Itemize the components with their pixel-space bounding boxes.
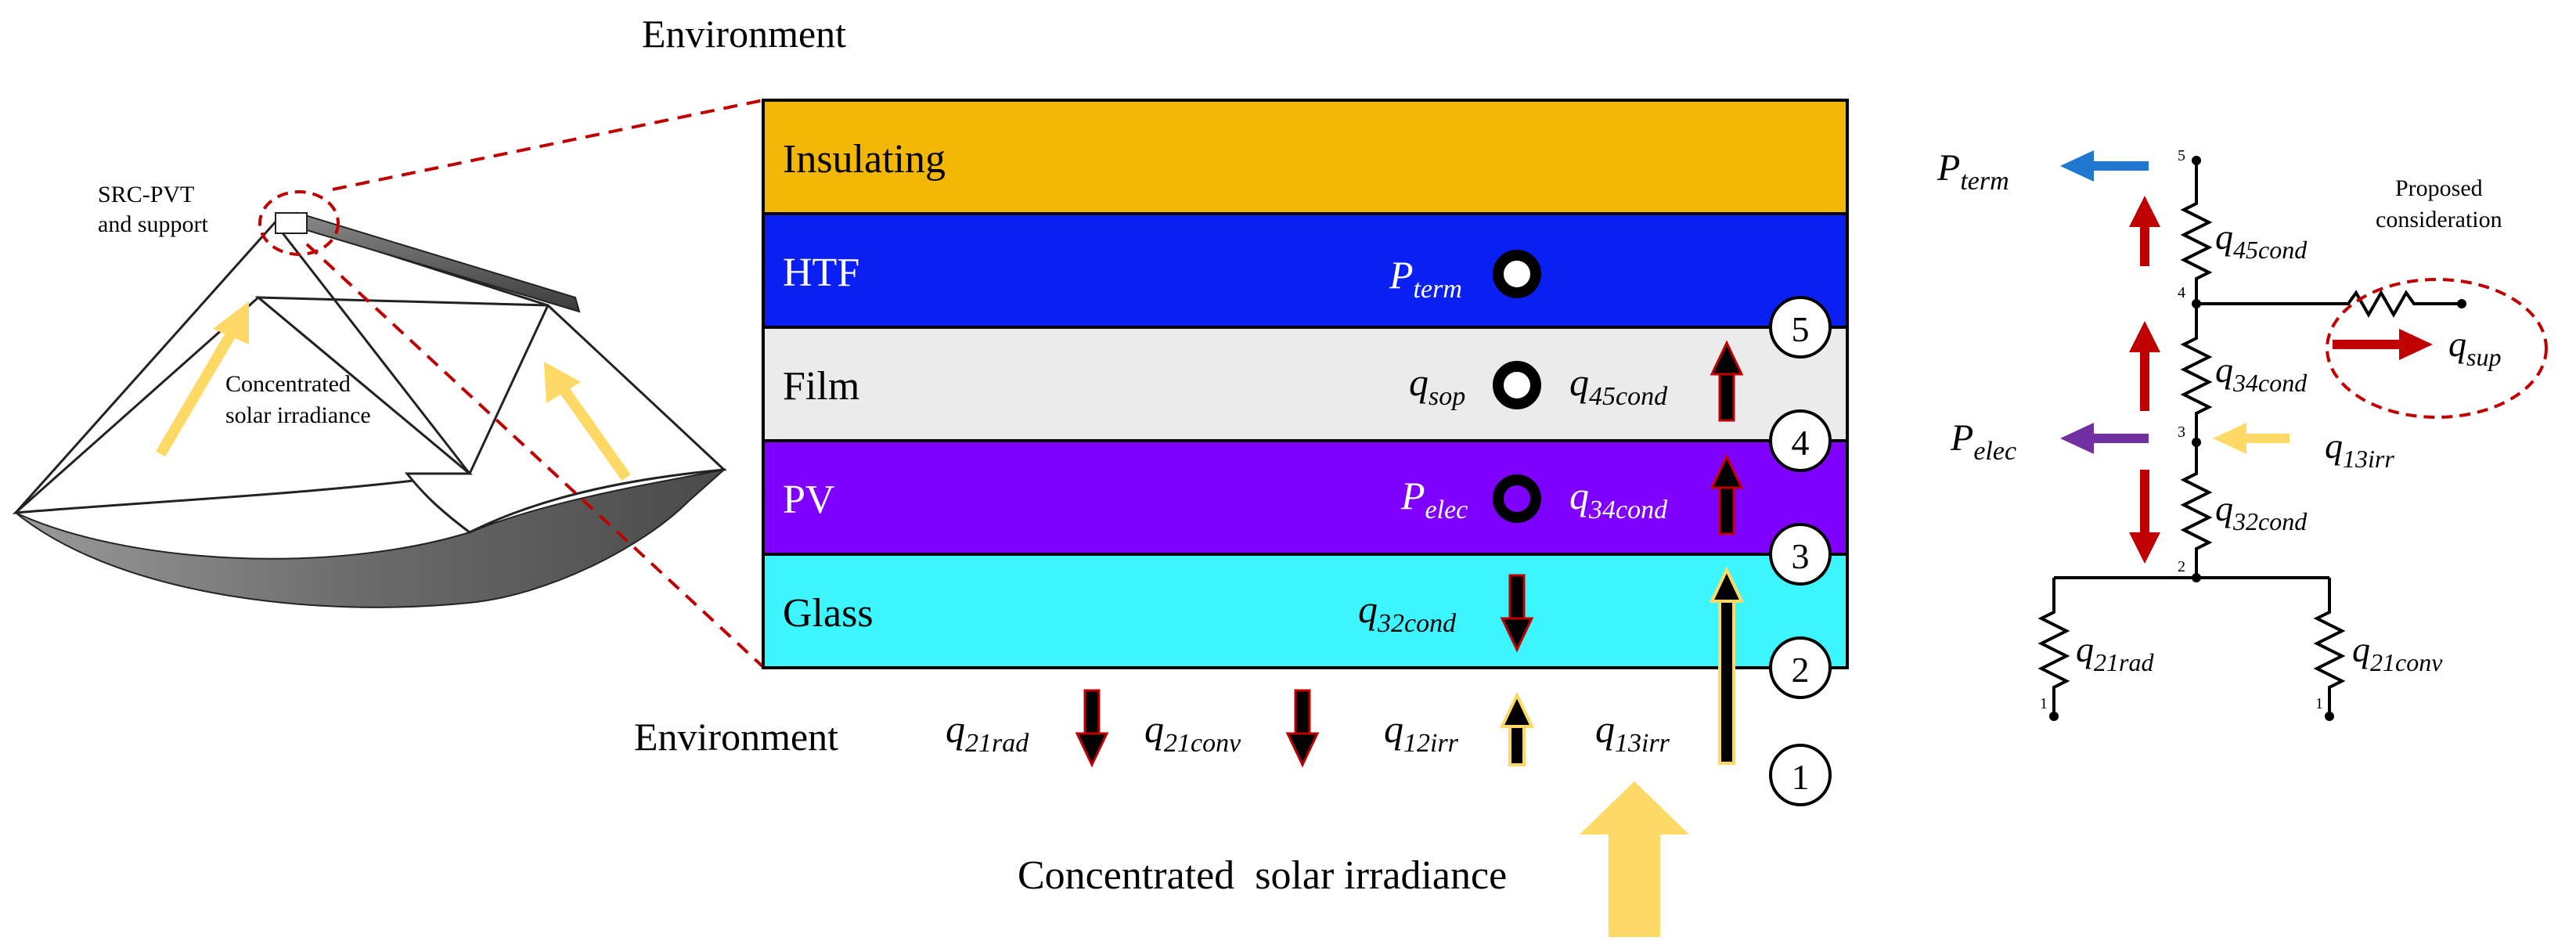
resistor-21rad bbox=[2037, 578, 2070, 716]
svg-text:3: 3 bbox=[2178, 424, 2185, 441]
circuit-q21rad: q21rad bbox=[2076, 629, 2154, 676]
zoom-line-top bbox=[332, 99, 764, 191]
src-pvt-label-line1: SRC-PVT bbox=[98, 182, 194, 207]
collector-illustration: SRC-PVT and support Concentrated solar i… bbox=[12, 182, 727, 608]
irradiance-arrow-left bbox=[155, 301, 249, 457]
flow-q-sop: qsop bbox=[1409, 360, 1465, 411]
circuit-q45cond: q45cond bbox=[2215, 217, 2308, 264]
svg-text:5: 5 bbox=[1792, 309, 1810, 349]
arrow-down-circuit-32 bbox=[2129, 470, 2160, 564]
layer-film-label: Film bbox=[783, 364, 859, 409]
big-irradiance-arrow bbox=[1580, 781, 1689, 937]
flow-q21conv: q21conv bbox=[1144, 707, 1241, 758]
node-4: 4 bbox=[1769, 409, 1832, 472]
circuit-q13irr: q13irr bbox=[2325, 426, 2394, 473]
arrow-left-p-elec bbox=[2060, 423, 2149, 454]
svg-text:5: 5 bbox=[2178, 147, 2185, 164]
svg-text:4: 4 bbox=[1792, 423, 1810, 463]
p-term-node-icon bbox=[1493, 250, 1541, 298]
irradiance-label-line2: solar irradiance bbox=[225, 402, 371, 428]
svg-text:1: 1 bbox=[1792, 757, 1810, 797]
receiver-bar bbox=[296, 211, 581, 313]
resistor-sup bbox=[2196, 289, 2462, 319]
environment-bottom-label: Environment bbox=[634, 715, 838, 759]
proposed-ellipse bbox=[2326, 278, 2548, 419]
trough-edge-mid bbox=[276, 226, 471, 474]
node-1: 1 bbox=[1769, 744, 1832, 806]
arrow-left-q13irr bbox=[2213, 423, 2290, 454]
node-3: 3 bbox=[1769, 523, 1832, 586]
zoom-line-bottom bbox=[305, 243, 765, 669]
arrow-down-q21conv bbox=[1285, 689, 1320, 768]
circuit-p-term: Pterm bbox=[1937, 147, 2009, 196]
trough-edge-left-face bbox=[14, 218, 279, 514]
layer-stack: Environment Insulating HTF Film PV Glass… bbox=[634, 12, 1849, 937]
circuit-q32cond: q32cond bbox=[2215, 488, 2308, 535]
p-elec-node-icon bbox=[1493, 474, 1541, 523]
q-sop-node-icon bbox=[1493, 361, 1541, 409]
irradiance-arrow-right bbox=[544, 362, 631, 481]
arrow-up-q13irr bbox=[1709, 566, 1745, 765]
layer-pv-label: PV bbox=[783, 478, 834, 522]
proposed-line2: consideration bbox=[2376, 207, 2502, 232]
environment-top-label: Environment bbox=[642, 12, 846, 56]
node-2: 2 bbox=[1769, 636, 1832, 699]
circuit-node-3 bbox=[2192, 438, 2201, 447]
circuit-q34cond: q34cond bbox=[2215, 350, 2308, 397]
thermal-circuit: 5 4 3 2 Proposed consideration qsup 1 1 … bbox=[1937, 147, 2548, 721]
arrow-up-q34cond bbox=[1710, 453, 1744, 535]
flow-q21rad: q21rad bbox=[946, 707, 1029, 758]
arrow-right-q-sup bbox=[2333, 329, 2433, 360]
layer-htf-label: HTF bbox=[783, 251, 859, 295]
svg-text:2: 2 bbox=[1792, 650, 1810, 690]
arrow-left-p-term bbox=[2060, 150, 2149, 182]
layer-insulating-label: Insulating bbox=[783, 137, 946, 182]
layer-htf bbox=[762, 212, 1849, 329]
flow-p-term: Pterm bbox=[1389, 253, 1462, 304]
layer-film bbox=[762, 326, 1849, 442]
arrow-up-circuit-34 bbox=[2129, 321, 2160, 411]
flow-q32cond: q32cond bbox=[1358, 587, 1457, 638]
svg-text:2: 2 bbox=[2178, 558, 2185, 575]
circuit-node-1a bbox=[2049, 712, 2059, 721]
arrow-up-q12irr bbox=[1499, 691, 1535, 766]
svg-text:1: 1 bbox=[2315, 695, 2323, 712]
arrow-down-q21rad bbox=[1075, 689, 1109, 768]
flow-p-elec: Pelec bbox=[1400, 474, 1468, 524]
resistor-21conv bbox=[2313, 578, 2346, 716]
circuit-node-5 bbox=[2192, 156, 2201, 165]
arrow-up-circuit-45 bbox=[2129, 196, 2160, 266]
arrow-down-q32cond bbox=[1500, 574, 1534, 653]
layer-glass bbox=[762, 553, 1849, 669]
resistor-45cond bbox=[2180, 160, 2213, 304]
circuit-q-sup: qsup bbox=[2448, 324, 2501, 371]
node-5: 5 bbox=[1769, 296, 1832, 359]
layer-glass-label: Glass bbox=[783, 591, 874, 636]
trough-inner-right bbox=[254, 296, 727, 534]
circuit-node-1b bbox=[2325, 712, 2334, 721]
proposed-line1: Proposed bbox=[2395, 175, 2483, 201]
bottom-caption: Concentrated solar irradiance bbox=[1018, 853, 1507, 898]
circuit-p-elec: Pelec bbox=[1950, 417, 2016, 466]
irradiance-label-line1: Concentrated bbox=[225, 371, 351, 397]
src-pvt-label-line2: and support bbox=[98, 211, 208, 237]
svg-text:3: 3 bbox=[1792, 536, 1810, 576]
svg-text:1: 1 bbox=[2040, 695, 2048, 712]
layer-pv bbox=[762, 439, 1849, 556]
arrow-up-q45cond bbox=[1710, 340, 1744, 422]
circuit-q21conv: q21conv bbox=[2352, 629, 2443, 676]
receiver-highlight-ellipse bbox=[258, 190, 340, 256]
flow-q34cond: q34cond bbox=[1569, 474, 1668, 524]
circuit-node-sup bbox=[2457, 299, 2466, 308]
receiver-box bbox=[275, 212, 308, 234]
resistor-34cond bbox=[2180, 304, 2213, 442]
trough-edge-right bbox=[468, 305, 549, 474]
svg-text:4: 4 bbox=[2178, 284, 2185, 301]
flow-q12irr: q12irr bbox=[1384, 707, 1459, 758]
resistor-32cond bbox=[2180, 442, 2213, 578]
flow-q45cond: q45cond bbox=[1569, 360, 1668, 411]
flow-q13irr: q13irr bbox=[1595, 707, 1670, 758]
